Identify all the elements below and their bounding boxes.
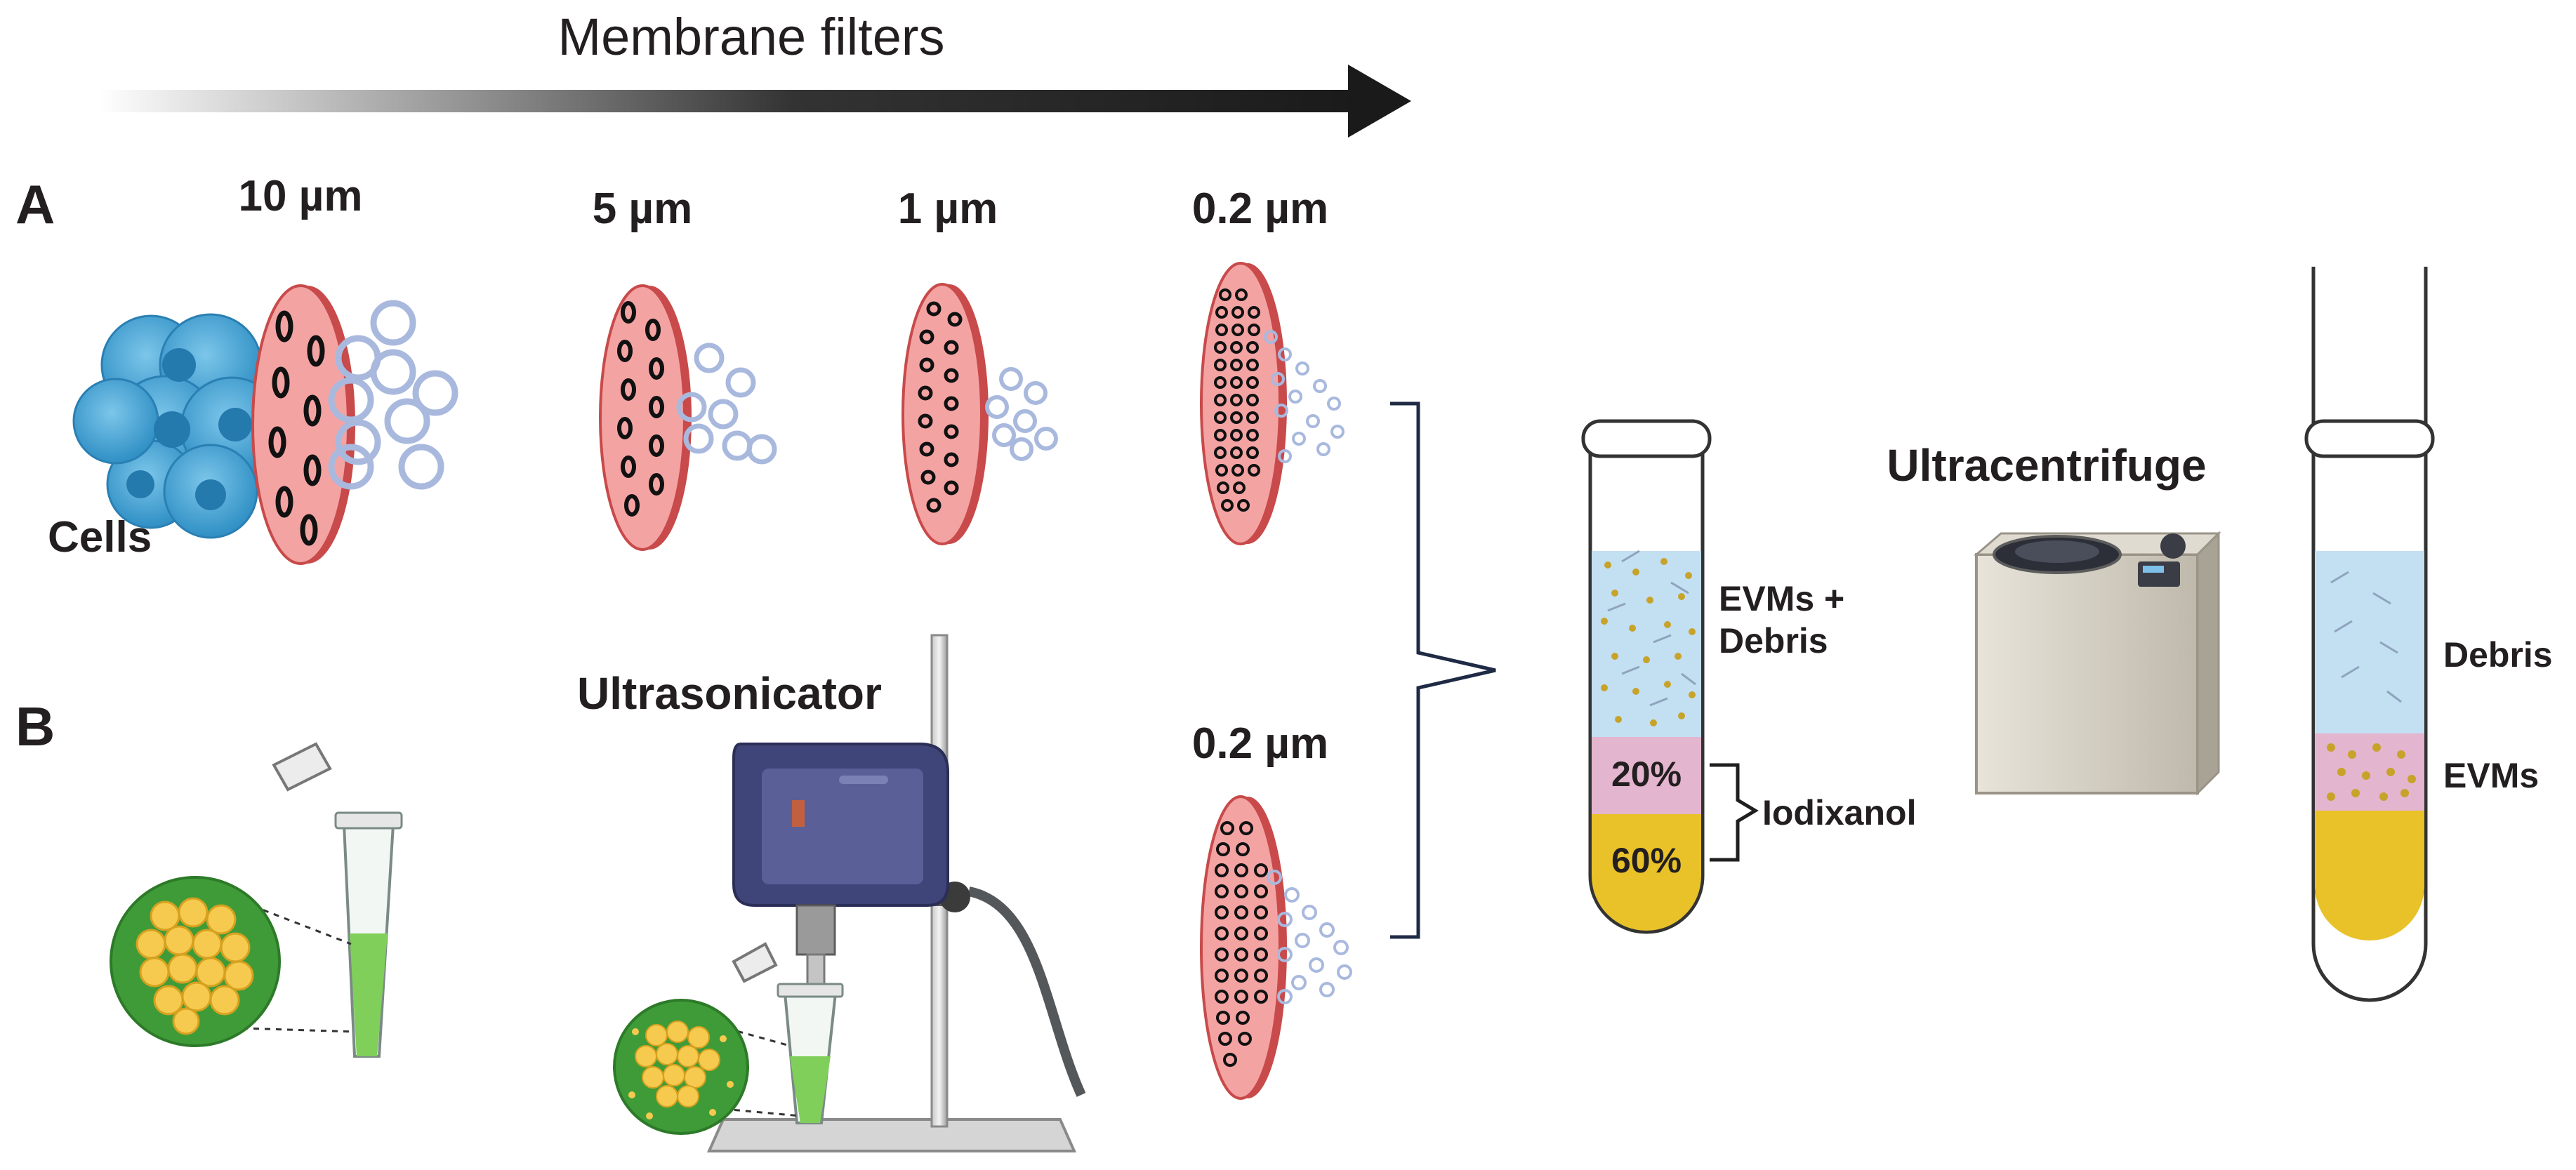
zoom-circle-sonicated	[613, 999, 749, 1135]
vesicle-icon	[985, 367, 1058, 461]
gradient-tube	[1581, 419, 1712, 934]
bracket-icon	[1390, 401, 1496, 939]
vesicle-icon	[676, 343, 777, 465]
evms-debris-label-1: EVMs +	[1719, 579, 1844, 618]
iodixanol-bracket	[1710, 763, 1759, 862]
vesicle-icon	[328, 300, 458, 490]
cell-cluster-icon	[72, 313, 284, 539]
zoom-circle	[110, 876, 281, 1047]
vesicle-icon	[1267, 870, 1352, 1004]
filter-label-1um: 1 µm	[898, 185, 998, 233]
debris-label: Debris	[2443, 635, 2553, 674]
header-title: Membrane filters	[557, 8, 944, 66]
filter-disc-icon	[901, 283, 989, 545]
iodixanol-label: Iodixanol	[1762, 793, 1916, 832]
filter-disc-icon	[251, 284, 355, 565]
cells-label: Cells	[48, 513, 152, 561]
arrow-right-icon	[1348, 65, 1411, 138]
ultracentrifuge-label: Ultracentrifuge	[1887, 440, 2206, 491]
filter-disc-icon	[1200, 262, 1287, 545]
filter-disc-icon	[599, 284, 692, 551]
vesicle-icon	[1264, 330, 1345, 463]
filter-disc-icon	[1200, 795, 1287, 1100]
sonicator-icon	[706, 634, 1086, 1152]
result-tube	[2304, 267, 2435, 1002]
centrifuge-icon	[1973, 531, 2221, 796]
layer-20-label: 20%	[1611, 754, 1682, 794]
layer-60-label: 60%	[1611, 841, 1682, 880]
panel-a-letter: A	[15, 173, 55, 235]
evms-debris-label-2: Debris	[1719, 621, 1828, 660]
filter-label-10um: 10 µm	[238, 172, 362, 220]
filter-label-5um: 5 µm	[593, 185, 693, 233]
filter-label-02um-b: 0.2 µm	[1192, 719, 1328, 768]
evms-label: EVMs	[2443, 756, 2539, 795]
ultrasonicator-label: Ultrasonicator	[577, 668, 882, 719]
filter-label-02um: 0.2 µm	[1192, 185, 1328, 233]
microtube-icon	[272, 742, 403, 1058]
membrane-filters-arrow	[98, 65, 1411, 138]
panel-b-letter: B	[15, 696, 55, 757]
